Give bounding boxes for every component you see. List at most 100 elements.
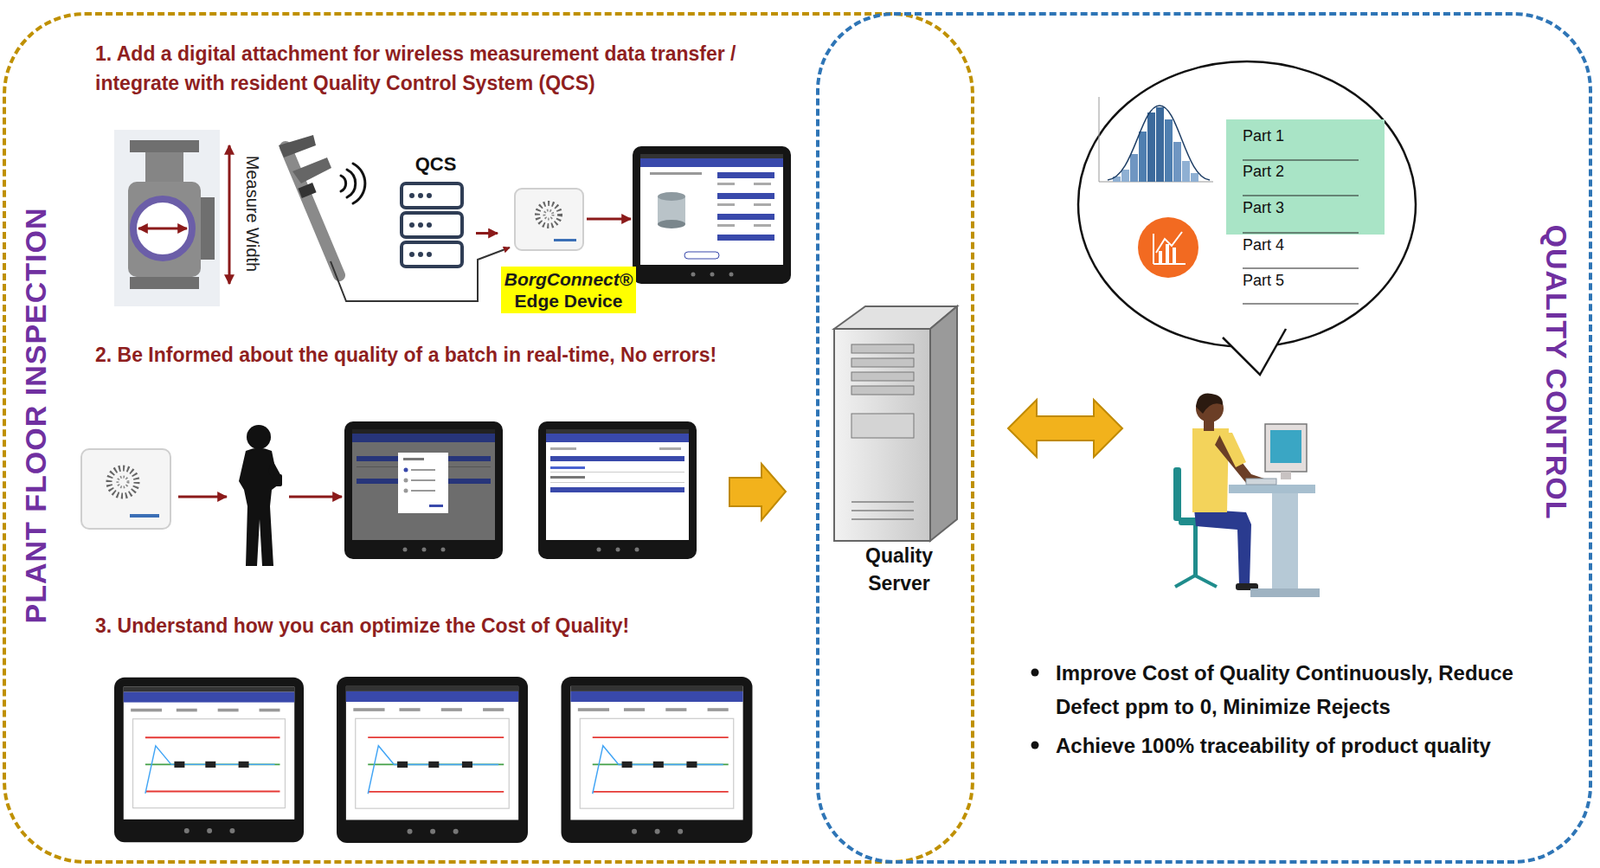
server-tower — [851, 358, 914, 367]
valve-housing — [129, 276, 200, 290]
bullet-dot — [1031, 668, 1040, 677]
inspection-region: PLANT FLOOR INSPECTION QCS BorgConnect®Edg… — [2, 12, 975, 864]
analyst-at-desk — [1246, 478, 1277, 485]
tablet-screenshot — [344, 421, 697, 560]
analyst-at-desk — [1270, 430, 1302, 463]
region-title: PLANT FLOOR INSPECTION — [19, 207, 53, 624]
wireless-symbol — [340, 175, 347, 192]
caliper — [285, 147, 340, 276]
benefit-bullet: Improve Cost of Quality Continuously, Re… — [1055, 655, 1549, 724]
part-name: Part 5 — [1242, 270, 1285, 290]
quality-server-box: Quality Server — [832, 304, 966, 598]
operator-silhouette — [246, 424, 271, 450]
edge-device-icon — [81, 449, 171, 529]
caliper — [278, 134, 340, 276]
analytics-icon — [1156, 231, 1183, 253]
bell-curve-chart — [1164, 119, 1173, 182]
step-heading: 1. Add a digital attachment for wireless… — [95, 38, 805, 98]
part-name: Part 1 — [1242, 126, 1285, 146]
analyst-at-desk — [1280, 471, 1292, 480]
flow-arrow — [586, 218, 631, 220]
bell-curve-chart — [1190, 173, 1199, 182]
node-label: Quality Server — [851, 541, 947, 598]
analyst-at-desk — [1194, 508, 1252, 585]
qcs-server-box: QCS — [395, 153, 476, 281]
tablet-screenshot — [561, 676, 753, 843]
server-tower — [851, 518, 914, 521]
edge-device-box: BorgConnect®Edge Device — [497, 186, 640, 314]
tablet-screenshot — [632, 146, 791, 284]
speech-bubble — [1225, 325, 1284, 372]
speech-bubble — [1078, 61, 1416, 347]
gold-arrow — [729, 463, 786, 521]
edge-device-icon — [109, 468, 137, 496]
server-tower — [851, 385, 914, 395]
parts-list — [1226, 119, 1385, 304]
bell-curve-chart — [1156, 107, 1164, 182]
caliper — [278, 134, 316, 158]
gold-double-arrow — [1008, 399, 1123, 457]
qcs-server-icon — [409, 192, 415, 199]
bell-curve-chart — [1147, 112, 1156, 182]
edge-device-icon — [129, 514, 160, 518]
benefit-bullet: Achieve 100% traceability of product qua… — [1055, 728, 1549, 763]
bullet-dot — [1031, 741, 1040, 750]
wireless-symbol — [353, 163, 366, 204]
bell-curve-chart — [1121, 169, 1130, 182]
bell-curve-chart — [1098, 96, 1100, 182]
region-title: QUALITY CONTROL — [1539, 224, 1574, 520]
valve-housing — [114, 129, 220, 307]
analyst-at-desk — [1265, 424, 1307, 472]
part-name: Part 2 — [1242, 161, 1285, 181]
server-tower — [851, 501, 914, 503]
analytics-icon — [1165, 244, 1170, 264]
wire-to-edge-device — [330, 247, 510, 302]
analyst-at-desk — [1193, 525, 1198, 576]
valve-housing — [129, 140, 200, 153]
bell-curve-chart — [1173, 141, 1182, 182]
analyst-at-desk — [1175, 575, 1196, 587]
analytics-icon — [1158, 250, 1163, 264]
qcs-server-icon — [401, 242, 463, 267]
flow-arrow — [178, 495, 227, 499]
server-tower — [851, 509, 914, 512]
qcs-server-icon — [426, 251, 432, 258]
part-name: Part 3 — [1242, 198, 1285, 218]
tablet-screenshot — [336, 676, 528, 843]
edge-device-icon — [544, 210, 553, 219]
wire-to-edge-device — [330, 247, 510, 302]
analyst-at-desk — [1195, 393, 1223, 414]
caliper — [292, 157, 332, 184]
analytics-icon — [1137, 217, 1199, 278]
valve-housing — [200, 197, 215, 260]
node-label: BorgConnect® — [504, 268, 633, 290]
wireless-symbol — [346, 169, 356, 198]
operator-silhouette — [238, 424, 283, 566]
edge-device-icon — [514, 188, 584, 251]
analyst-at-desk — [1173, 467, 1182, 521]
server-tower — [834, 306, 958, 541]
analyst-at-desk — [1195, 575, 1217, 587]
qcs-server-icon — [401, 212, 463, 238]
parts-list — [1226, 119, 1385, 235]
parts-list — [1242, 195, 1359, 197]
tablet-screenshot — [114, 677, 304, 842]
qcs-server-icon — [417, 222, 424, 228]
speech-bubble — [1078, 61, 1416, 375]
flow-arrow — [586, 218, 631, 221]
analytics-icon — [1153, 263, 1186, 265]
qcs-server-icon — [409, 251, 415, 258]
parts-list — [1242, 303, 1359, 305]
edge-device-icon — [117, 476, 129, 488]
gold-double-arrow — [1008, 399, 1123, 457]
tablet-screenshot — [344, 421, 503, 560]
step-heading: 2. Be Informed about the quality of a ba… — [95, 340, 788, 370]
qcs-server-icon — [426, 192, 432, 199]
gold-arrow — [729, 463, 786, 521]
highlight-label: BorgConnect®Edge Device — [501, 266, 637, 314]
server-tower — [834, 328, 931, 541]
analyst-at-desk — [1218, 432, 1247, 468]
server-tower — [930, 306, 958, 541]
analytics-icon — [1172, 247, 1176, 264]
